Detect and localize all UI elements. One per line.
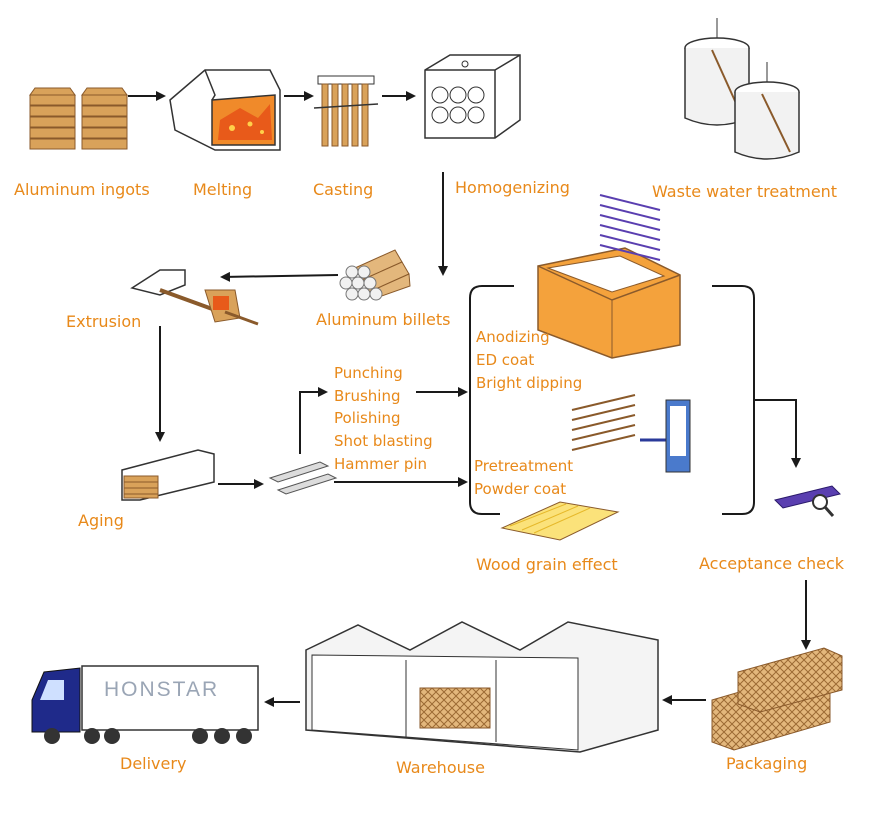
label-acceptance-check: Acceptance check: [699, 554, 845, 573]
label-punching: Punching: [334, 364, 403, 382]
label-aging: Aging: [78, 511, 124, 530]
label-hammer-pin: Hammer pin: [334, 455, 428, 473]
casting-icon: [313, 75, 379, 147]
label-bright-dipping: Bright dipping: [476, 374, 583, 392]
label-pretreatment: Pretreatment: [474, 457, 574, 475]
powder-coating-icon: [571, 394, 691, 473]
warehouse-icon: [305, 621, 659, 753]
extrusion-machine-icon: [130, 269, 259, 326]
label-warehouse: Warehouse: [396, 758, 485, 777]
label-anodizing: Anodizing: [476, 328, 550, 346]
label-wood-grain-effect: Wood grain effect: [476, 555, 618, 574]
truck-logo-text: HONSTAR: [104, 678, 220, 701]
aluminum-profiles-icon: [268, 461, 338, 495]
label-extrusion: Extrusion: [66, 312, 142, 331]
label-powder-coat: Powder coat: [474, 480, 567, 498]
label-melting: Melting: [193, 180, 253, 199]
label-aluminum-ingots: Aluminum ingots: [14, 180, 150, 199]
flow-arrows: [128, 91, 811, 707]
ingots-icon: [29, 87, 128, 150]
label-brushing: Brushing: [334, 387, 401, 405]
label-polishing: Polishing: [334, 409, 401, 427]
label-ed-coat: ED coat: [476, 351, 535, 369]
acceptance-check-icon: [774, 485, 841, 517]
wood-grain-icon: [500, 501, 620, 541]
waste-water-tanks-icon: [684, 18, 800, 160]
label-delivery: Delivery: [120, 754, 187, 773]
melting-furnace-icon: [169, 69, 281, 151]
delivery-truck-icon: [31, 665, 259, 744]
homogenizing-furnace-icon: [424, 54, 521, 139]
label-aluminum-billets: Aluminum billets: [316, 310, 451, 329]
packaging-icon: [711, 647, 843, 751]
label-shot-blasting: Shot blasting: [334, 432, 433, 450]
label-casting: Casting: [313, 180, 374, 199]
billets-icon: [339, 249, 411, 301]
anodizing-vat-icon: [537, 194, 681, 359]
label-packaging: Packaging: [726, 754, 808, 773]
aging-oven-icon: [121, 449, 215, 501]
label-waste-water-treatment: Waste water treatment: [652, 182, 838, 201]
label-homogenizing: Homogenizing: [455, 178, 570, 197]
